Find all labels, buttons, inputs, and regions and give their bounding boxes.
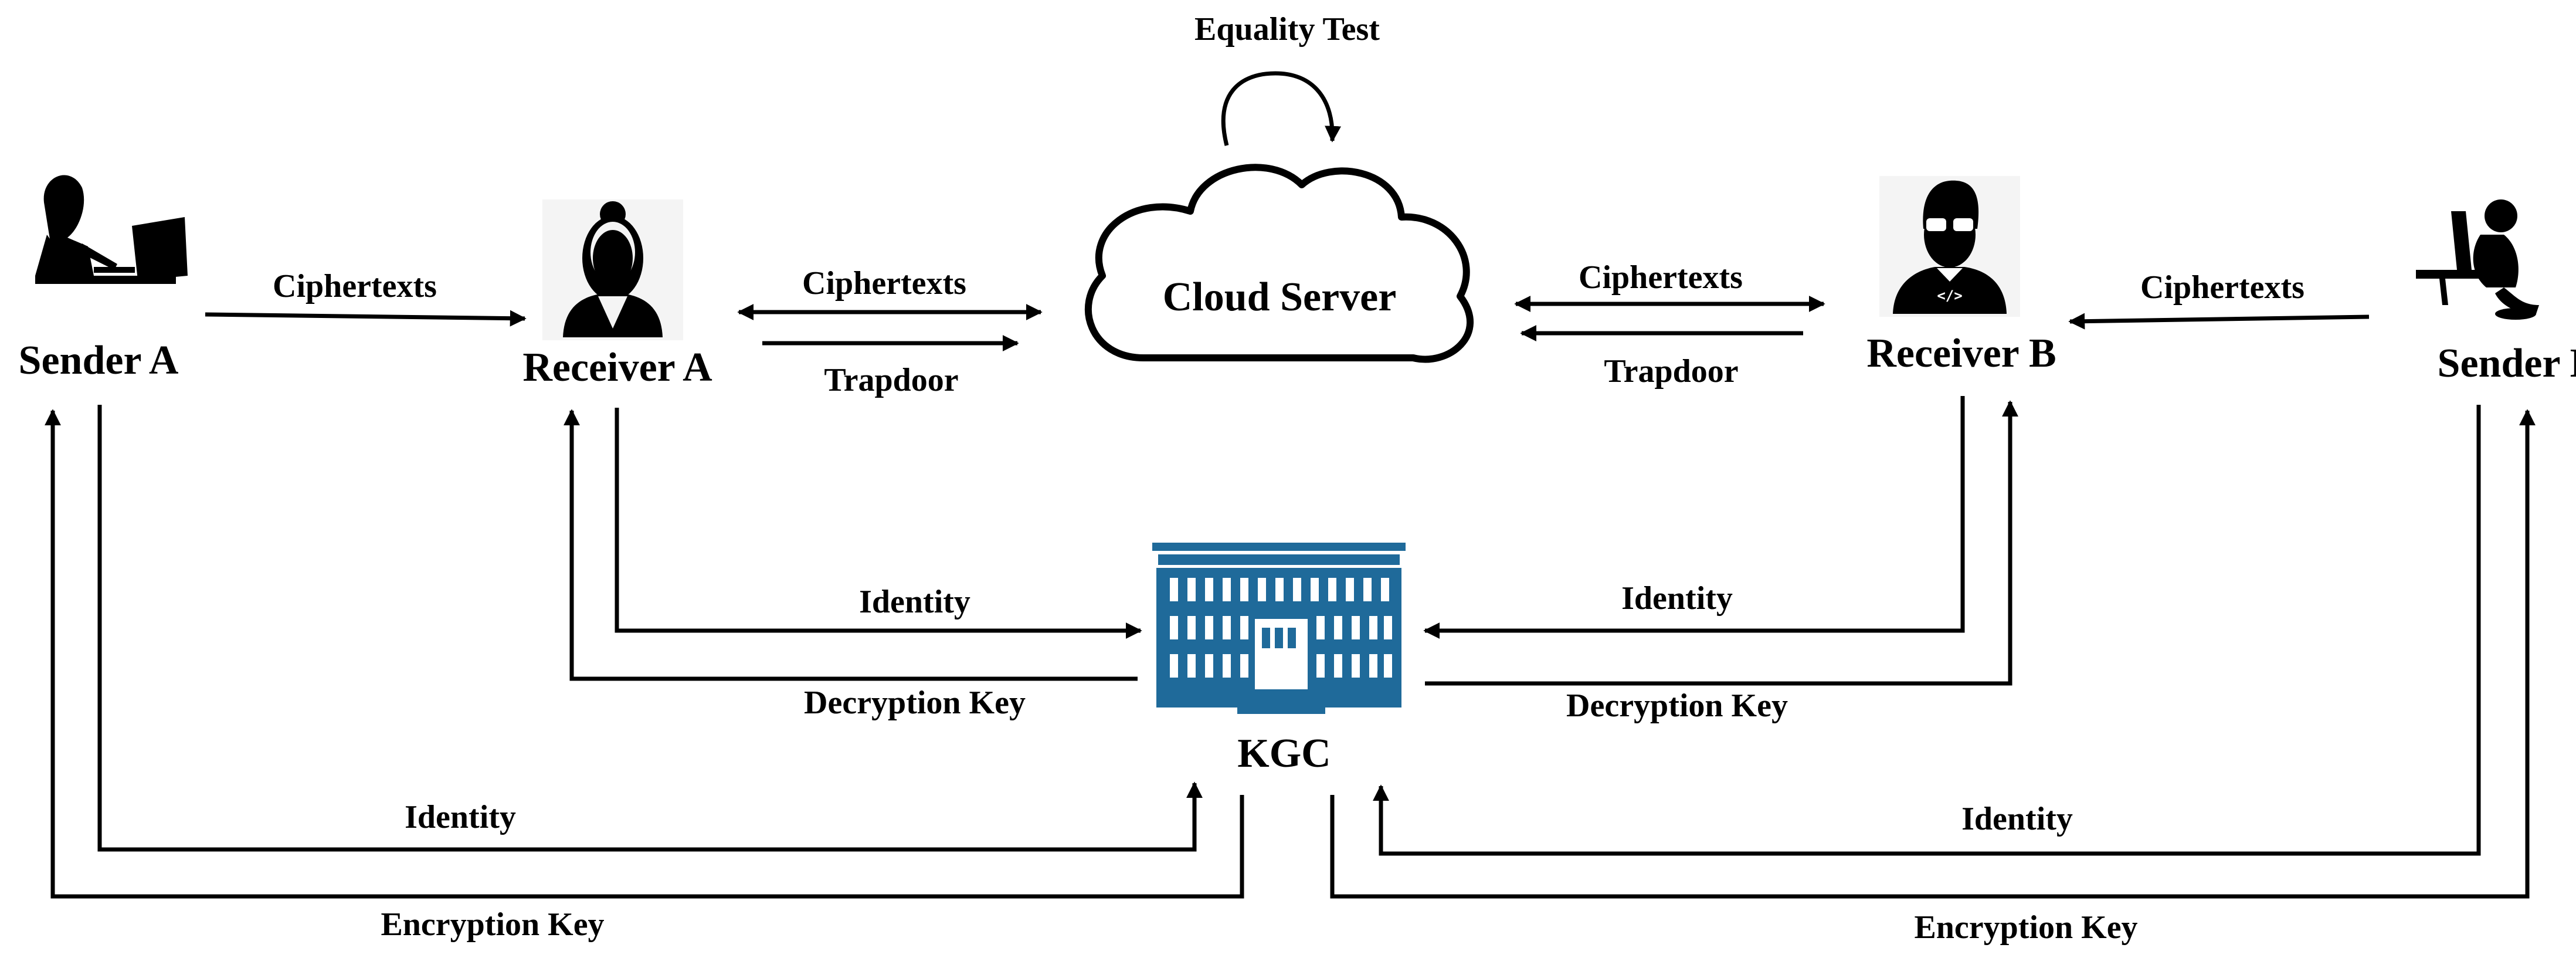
cloud-icon: [1084, 164, 1474, 363]
kgc-label: KGC: [1237, 731, 1331, 776]
rb-cloud-trapdoor-label: Trapdoor: [1604, 353, 1739, 390]
sb-encryption-key-label: Encryption Key: [1914, 909, 2138, 946]
rb-identity-label: Identity: [1621, 580, 1733, 617]
arrow-ra-decryption-key: [564, 409, 1138, 681]
arrow-rb-identity: [1423, 396, 1965, 639]
arrow-ra-identity: [615, 408, 1142, 639]
arrow-sa-encryption-key: [45, 409, 1244, 899]
receiver-a-label: Receiver A: [522, 345, 712, 390]
woman-at-computer-icon: [35, 175, 188, 284]
rb-decryption-key-label: Decryption Key: [1566, 688, 1788, 724]
developer-avatar-icon: </>: [1879, 176, 2020, 317]
receiver-b-label: Receiver B: [1866, 331, 2056, 376]
sb-identity-label: Identity: [1961, 801, 2073, 837]
arrow-sb-identity: [1373, 405, 2481, 856]
equality-test-loop-arrow: [1221, 71, 1342, 146]
arrow-rb-decryption-key: [1425, 400, 2018, 686]
ra-cloud-ciphertexts-label: Ciphertexts: [802, 265, 966, 302]
cloud-rb-ciphertexts-label: Ciphertexts: [1579, 259, 1743, 296]
arrow-sa-to-ra: [205, 310, 527, 327]
sb-rb-ciphertexts-label: Ciphertexts: [2140, 269, 2305, 306]
woman-avatar-icon: [542, 199, 683, 340]
sender-b-label: Sender B: [2437, 341, 2576, 386]
arrow-sb-to-rb: [2068, 313, 2370, 330]
ra-cloud-trapdoor-label: Trapdoor: [824, 362, 959, 398]
cloud-server-label: Cloud Server: [1162, 275, 1397, 320]
arrow-sa-identity: [97, 405, 1203, 852]
ra-identity-label: Identity: [859, 584, 970, 620]
arrow-sb-encryption-key: [1330, 409, 2536, 899]
sa-identity-label: Identity: [405, 799, 516, 835]
sa-encryption-key-label: Encryption Key: [381, 906, 605, 943]
man-at-desk-icon: [2416, 199, 2539, 320]
svg-text:</>: </>: [1937, 287, 1962, 304]
sender-a-label: Sender A: [18, 338, 179, 383]
equality-test-label: Equality Test: [1194, 11, 1380, 48]
sa-ra-ciphertexts-label: Ciphertexts: [273, 268, 437, 304]
building-icon: [1152, 543, 1406, 714]
ra-decryption-key-label: Decryption Key: [804, 685, 1026, 721]
